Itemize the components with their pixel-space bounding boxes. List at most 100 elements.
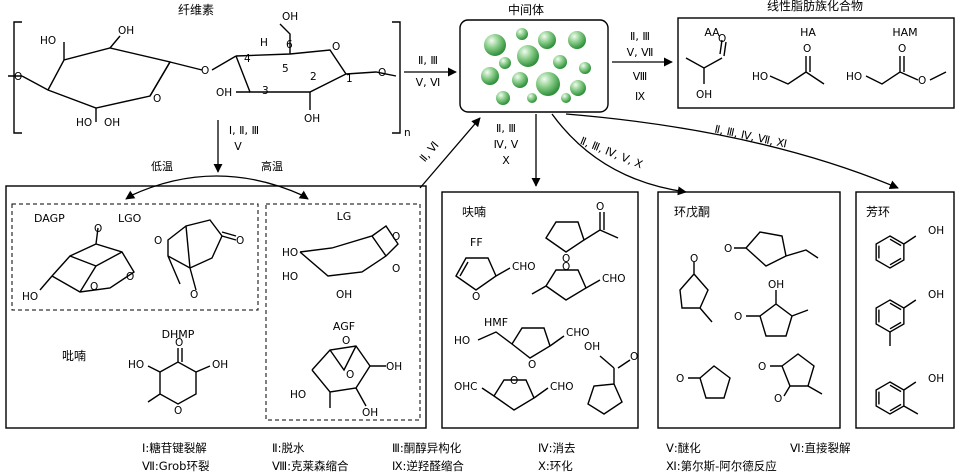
link-oxygen: O [201, 65, 209, 77]
intermediate-sphere [570, 80, 586, 96]
dagp-lgo-dashed-box [11, 203, 259, 311]
ha-bonds [769, 56, 825, 85]
acetylfuran-bonds [545, 212, 619, 253]
phenol-oh: OH [928, 225, 944, 237]
temp-curve [129, 175, 305, 197]
hmf-bonds [477, 327, 565, 359]
label-hmf: HMF [484, 316, 508, 329]
low-temp-arrowhead [125, 190, 136, 200]
intermediate-sphere [481, 67, 499, 85]
lgo-o1: O [236, 235, 244, 247]
arrow-to-cyclopentanone [551, 113, 687, 196]
right-ring-oxygen: O [332, 41, 340, 53]
aromatic-title: 芳环 [866, 205, 890, 219]
lg-ho1: HO [282, 247, 298, 259]
cellulose-structure: 纤维素 n O HO OH HO OH O O 4 3 5 2 1 H 6 OH… [8, 3, 411, 139]
dagp-ho: HO [22, 291, 38, 303]
aromatic-double-bond [889, 302, 902, 311]
lg-bonds [299, 225, 399, 277]
dhmp-o-ring: O [174, 405, 182, 417]
ho-a: HO [40, 35, 56, 47]
lg-oh: OH [336, 289, 352, 301]
legend-6: Ⅵ:直接裂解 [790, 441, 851, 455]
left-ring-oxygen: O [153, 93, 161, 105]
pyran-title: 吡喃 [62, 348, 86, 363]
arrow-label-d: Ⅱ, Ⅵ [417, 139, 441, 165]
ocresol-oh: OH [928, 373, 944, 385]
label-aa: AA [704, 26, 720, 39]
intermediate-sphere [538, 31, 556, 49]
arrow-label-c1: Ⅰ, Ⅱ, Ⅲ [229, 124, 259, 137]
mf-o: O [562, 261, 570, 273]
ff-o: O [472, 291, 480, 303]
legend-4: Ⅳ:消去 [538, 441, 576, 455]
aa-oh: OH [696, 89, 712, 101]
dagp-o3: O [126, 271, 134, 283]
high-temp-label: 高温 [261, 159, 283, 173]
ha-ho: HO [752, 71, 768, 83]
mcpo-bonds [679, 262, 713, 323]
mcpl-bonds [746, 290, 809, 337]
phenol-ring [875, 235, 905, 269]
aromatic-double-bond [889, 403, 902, 412]
dff-ohc: OHC [454, 381, 478, 393]
arrow-to-aromatic [565, 113, 899, 190]
low-temp-label: 低温 [151, 160, 173, 173]
ff-bonds [455, 257, 511, 291]
dagp-o2: O [90, 281, 98, 293]
intermediate-spheres [481, 28, 591, 105]
mcpn-o2: O [774, 393, 782, 405]
dff-bonds [481, 379, 549, 411]
mcpo-o: O [690, 253, 698, 265]
aromatic-double-bond [889, 257, 902, 266]
start-oxygen: O [14, 71, 22, 83]
aromatic-rings [875, 235, 919, 415]
lgo-bonds [167, 219, 237, 291]
arrow-label-b3: Ⅷ [633, 70, 648, 83]
intermediate-sphere [553, 55, 567, 69]
right-substituent-bonds [236, 23, 397, 110]
arrow-label-a2: Ⅴ, Ⅵ [416, 76, 441, 89]
h2c-label: H [260, 37, 268, 49]
ham-bonds [865, 56, 947, 85]
ham-o: O [898, 43, 906, 55]
left-ring-o-bond [149, 61, 171, 97]
intermediate-sphere [561, 93, 571, 103]
mcpn-o2-bond [783, 385, 791, 397]
ham-ho: HO [846, 71, 862, 83]
intermediate-sphere [568, 31, 586, 49]
intermediate-sphere [527, 93, 537, 103]
aromatic-double-bond [889, 321, 902, 330]
c5-label: 5 [282, 63, 289, 75]
arrow-label-e1: Ⅱ, Ⅲ [496, 122, 516, 135]
intermediate-sphere [516, 28, 528, 40]
arrow-label-a1: Ⅱ, Ⅲ [418, 54, 438, 67]
lg-agf-dashed-box [265, 203, 421, 421]
dagp-bonds [51, 227, 135, 293]
aromatic-double-bond [889, 238, 902, 247]
ecpo-bonds [734, 231, 819, 267]
lgo-o2: O [154, 235, 162, 247]
mcpl-oh: OH [768, 279, 784, 291]
legend-3: Ⅲ:酮醇异构化 [392, 441, 462, 455]
ho-b: HO [76, 117, 92, 129]
dagp-o1: O [94, 223, 102, 235]
label-dagp: DAGP [34, 212, 65, 225]
agf-o1: O [342, 335, 350, 347]
lg-ho2: HO [282, 271, 298, 283]
label-lgo: LGO [118, 212, 142, 225]
ho-c: OH [216, 87, 232, 99]
intermediate-sphere [496, 91, 510, 105]
legend-2: Ⅱ:脱水 [272, 441, 305, 455]
mf-cho: CHO [602, 273, 626, 285]
legend-7: Ⅶ:Grob环裂 [142, 459, 210, 473]
ecpo-o: O [724, 243, 732, 255]
legend-9: Ⅸ:逆羟醛缩合 [392, 459, 464, 473]
dff-cho: CHO [550, 381, 574, 393]
oh-bond [903, 235, 917, 245]
hmf-o: O [528, 359, 536, 371]
ham-o2: O [918, 75, 926, 87]
legend-11: Ⅺ:第尔斯-阿尔德反应 [666, 459, 777, 473]
mcpn-bonds [770, 353, 823, 395]
